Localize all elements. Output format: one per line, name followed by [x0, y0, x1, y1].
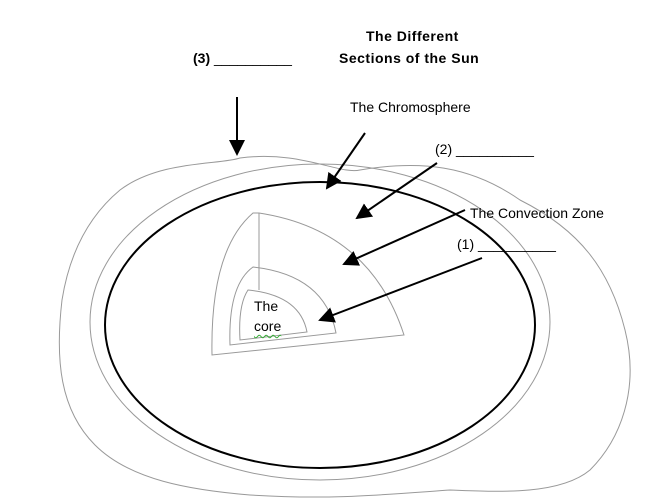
- label-chromosphere: The Chromosphere: [350, 99, 471, 115]
- outer-wedge: [211, 212, 405, 356]
- arrow-1: [318, 257, 483, 323]
- label-1-number: (1): [457, 236, 475, 252]
- sun-surface-ellipse: [104, 181, 536, 469]
- label-3-blank: __________: [214, 50, 292, 66]
- label-core-line1: The: [254, 298, 279, 314]
- label-2-number: (2): [435, 141, 453, 157]
- arrow-convection-zone: [342, 209, 466, 266]
- label-2-blank: __________: [456, 141, 534, 157]
- label-core-line2: core: [254, 318, 282, 334]
- title-line1: The Different: [366, 28, 459, 44]
- arrow-chromosphere: [325, 132, 366, 190]
- label-convection-zone: The Convection Zone: [470, 205, 604, 221]
- label-2: (2) __________: [435, 141, 534, 157]
- title-line2: Sections of the Sun: [339, 50, 480, 66]
- convection-zone-wedge: [229, 266, 337, 346]
- label-1-blank: __________: [478, 236, 556, 252]
- photosphere-outline: [89, 163, 551, 481]
- arrow-2: [355, 162, 438, 220]
- corona-outline: [58, 155, 631, 498]
- label-3: (3) __________: [193, 50, 292, 66]
- label-1: (1) __________: [457, 236, 556, 252]
- label-3-number: (3): [193, 50, 211, 66]
- core-wedge: [239, 289, 308, 341]
